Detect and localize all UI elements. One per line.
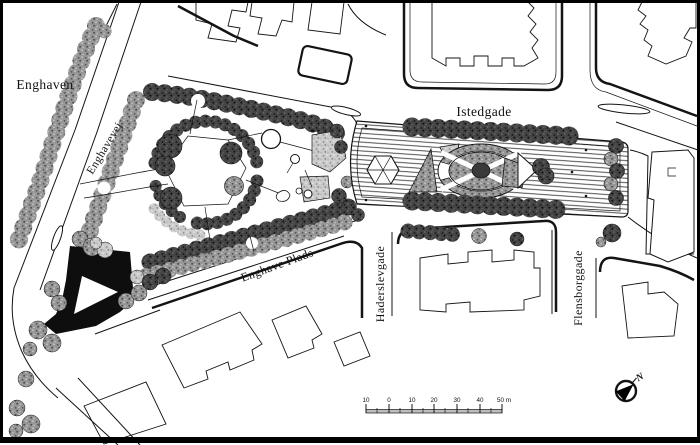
planting-wedge (408, 147, 438, 193)
plaza-tree-column (603, 138, 625, 206)
north-arrow: N (614, 371, 647, 403)
street-network (11, 1, 698, 445)
compass-needle (615, 384, 634, 402)
south-hedge-segment (400, 223, 470, 243)
building-east (647, 149, 695, 263)
scale-tick-label: 10 (408, 397, 416, 404)
label-flensborggade: Flensborggade (571, 250, 585, 326)
church-building (44, 246, 134, 334)
traffic-island (597, 103, 651, 115)
playground (275, 129, 347, 203)
plaza-istedgade (349, 117, 629, 220)
scale-tick-label: 50 m (497, 397, 511, 404)
buildings-south (83, 219, 695, 445)
label-haderslevgade: Haderslevgade (373, 246, 387, 323)
scale-tick-label: 0 (387, 397, 391, 404)
tree-clumps (154, 133, 244, 210)
label-enghaven: Enghaven (16, 77, 73, 92)
north-label: N (633, 371, 646, 385)
park-enghave-plads (79, 94, 365, 253)
white-triangle-bed (517, 151, 538, 190)
traffic-island (50, 225, 64, 251)
scale-tick-label: 20 (430, 397, 438, 404)
scale-tick-label: 40 (476, 397, 484, 404)
buildings-north (177, 1, 699, 151)
scale-tick-label: 10 (362, 397, 370, 404)
scale-bar: 10 0 10 20 30 40 50 m (362, 397, 511, 414)
large-tree (532, 158, 555, 185)
street-trees (8, 223, 622, 439)
pond (260, 128, 282, 150)
scale-tick-label: 30 (453, 397, 461, 404)
building-block (297, 44, 353, 86)
pavilion-hexagon (366, 155, 400, 185)
junction-shrubs (329, 123, 365, 222)
traffic-island (330, 105, 362, 117)
plaza-hedge-north (402, 117, 580, 146)
label-istedgade: Istedgade (456, 104, 511, 119)
map-frame-bottom (0, 437, 700, 442)
plaza-hedge-south (402, 191, 576, 220)
